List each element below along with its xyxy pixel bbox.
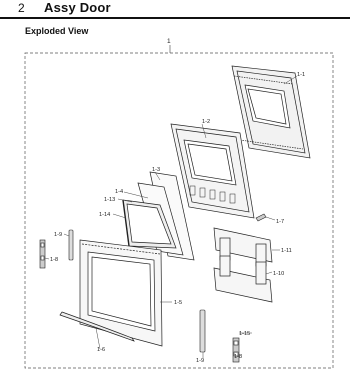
outer-door [79,239,163,347]
part-label: 1-13 [104,197,115,203]
part-label: 1-9 [196,358,204,364]
part-label: 1-11 [281,248,292,254]
right-hinge-pin [199,309,206,353]
assembly-number: 1 [167,38,171,45]
inner-door-panel [231,65,311,159]
section-title: Assy Door [44,0,111,15]
insulation-lower [213,255,273,303]
part-label: 1-10 [273,271,284,277]
right-hinge [232,337,240,363]
part-label: 1-1 [297,72,305,78]
part-label: 1-8 [50,257,58,263]
header-rule [0,17,350,19]
part-label: 1-3 [152,167,160,173]
section-number: 2 [18,1,25,15]
part-label: 1-9 [54,232,62,238]
part-label: 1-14 [99,212,110,218]
door-liner [170,123,255,219]
assembly-frame [24,52,334,369]
door-screw [255,213,267,222]
part-label: 1-8 [234,354,242,360]
part-label: 1-15 [239,331,250,337]
left-hinge [39,239,46,269]
part-label: 1-5 [174,300,182,306]
left-hinge-pin [68,229,74,261]
door-handle [59,311,135,342]
part-label: 1-2 [202,119,210,125]
part-label: 1-7 [276,219,284,225]
leader-lines [44,75,298,358]
view-title: Exploded View [25,26,89,36]
part-labels: 1-1 1-2 1-3 1-4 1-13 1-14 1-9 1-8 1-5 1-… [50,72,305,364]
part-label: 1-4 [115,189,123,195]
window-frame [122,199,177,249]
part-label: 1-6 [97,347,105,353]
